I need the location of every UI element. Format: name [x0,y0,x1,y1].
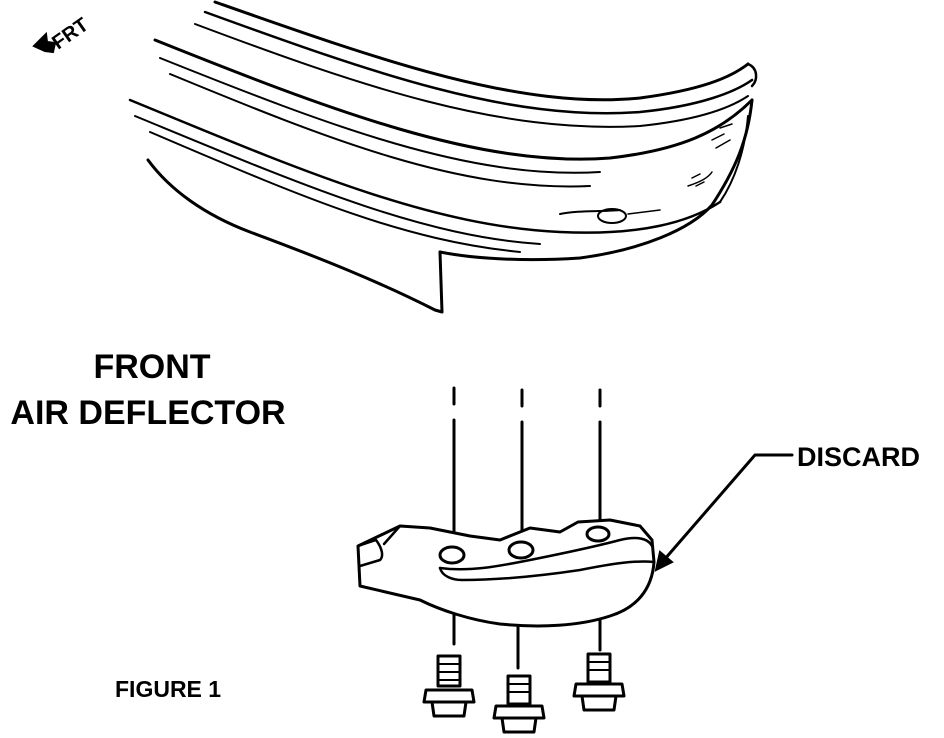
arrow-icon [32,31,57,54]
discard-label: DISCARD [797,442,920,472]
fastener-bolts [422,652,626,734]
part-label-line1: FRONT [93,348,210,386]
bumper-illustration [128,0,758,314]
front-direction-marker: FRT [32,14,93,54]
hex-bolt-icon [572,652,626,712]
alignment-lines [452,386,602,670]
front-marker-label: FRT [48,14,92,54]
part-label-line2: AIR DEFLECTOR [10,394,285,432]
figure-caption: FIGURE 1 [115,676,221,702]
discard-leader [654,453,794,572]
hex-bolt-icon [492,674,546,734]
hex-bolt-icon [422,654,476,718]
air-deflector-part [356,518,656,628]
